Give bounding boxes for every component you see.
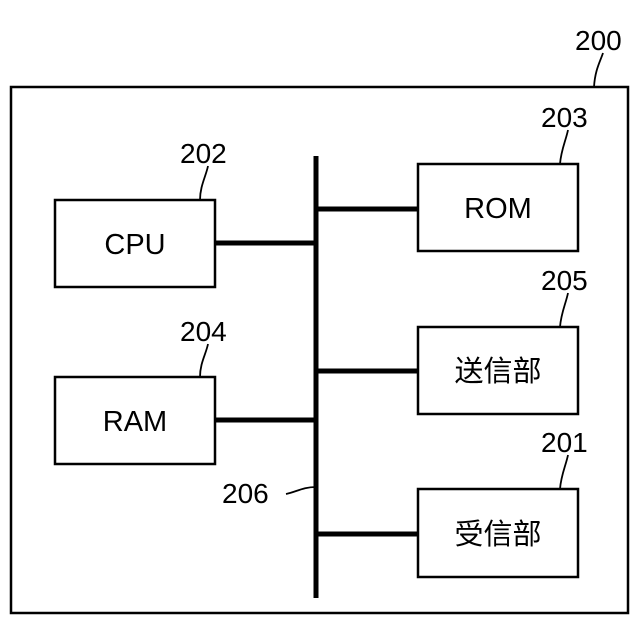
receiver-label: 受信部 [454,518,541,551]
ram-label: RAM [103,406,167,438]
device-ref-number: 200 [575,25,622,56]
ram-ref-number: 204 [180,316,227,347]
device-ref-leader [594,53,603,87]
sender-ref-number: 205 [541,265,588,296]
rom-label: ROM [464,193,532,225]
sender-label: 送信部 [454,355,541,388]
cpu-label: CPU [104,229,165,261]
cpu-ref-number: 202 [180,138,227,169]
receiver-ref-number: 201 [541,427,588,458]
bus-ref-number: 206 [222,478,269,509]
rom-ref-number: 203 [541,102,588,133]
